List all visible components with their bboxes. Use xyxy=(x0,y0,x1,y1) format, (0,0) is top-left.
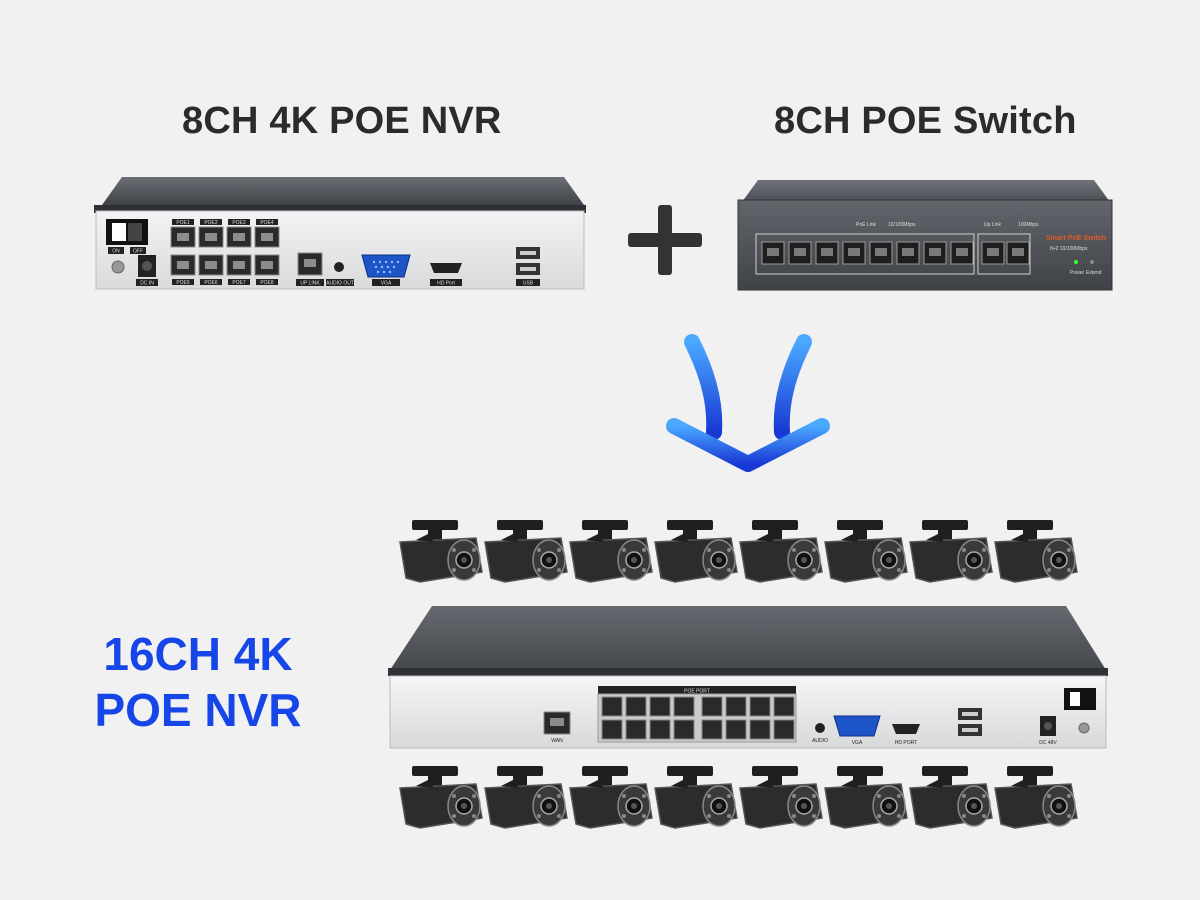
nvr16-hdport-label: HD PORT xyxy=(895,740,917,746)
plus-icon xyxy=(628,205,702,275)
camera-icon xyxy=(824,765,908,829)
camera-icon xyxy=(824,519,908,583)
nvr16-poeport-label: POE PORT xyxy=(684,689,710,695)
camera-icon xyxy=(399,765,483,829)
switch-extend-label: Extend xyxy=(1086,270,1102,276)
switch-power-label: Power xyxy=(1070,270,1085,276)
nvr8-poe1-label: POE1 xyxy=(176,220,190,226)
nvr8-poe5-label: POE5 xyxy=(176,280,190,286)
camera-icon xyxy=(994,765,1078,829)
poe-switch-device: PoE Link 10/100Mbps Up Link 100Mbps Smar… xyxy=(737,180,1113,291)
camera-icon xyxy=(739,519,823,583)
nvr8-poe-bottom-labels: POE5 POE6 POE7 POE8 xyxy=(172,279,278,286)
switch-title: 8CH POE Switch xyxy=(774,100,1077,142)
switch-speed1-label: 10/100Mbps xyxy=(888,222,916,228)
nvr8-vga-label: VGA xyxy=(381,281,392,287)
nvr16-poe-ports xyxy=(601,696,795,740)
switch-brand-label: Smart PoE Switch xyxy=(1046,235,1106,242)
camera-icon xyxy=(994,519,1078,583)
merge-arrow-icon xyxy=(666,334,830,472)
nvr8-poe4-label: POE4 xyxy=(260,220,274,226)
nvr16-wan-label: WAN xyxy=(551,738,563,744)
nvr16-device: WAN POE PORT AUDIO VGA HD PORT DC 48V xyxy=(388,606,1108,749)
camera-icon xyxy=(909,519,993,583)
nvr8-dcin-label: DC IN xyxy=(140,281,154,287)
camera-icon xyxy=(654,765,738,829)
camera-icon xyxy=(399,519,483,583)
nvr8-audio-label: AUDIO OUT xyxy=(326,281,354,287)
camera-icon xyxy=(569,519,653,583)
nvr8-off-label: OFF xyxy=(133,249,143,255)
nvr8-poe6-label: POE6 xyxy=(204,280,218,286)
nvr8-poe7-label: POE7 xyxy=(232,280,246,286)
nvr8-poe3-label: POE3 xyxy=(232,220,246,226)
nvr8-poe2-label: POE2 xyxy=(204,220,218,226)
nvr8-on-label: ON xyxy=(112,249,120,255)
camera-icon xyxy=(569,765,653,829)
nvr8-device: ON OFF DC IN POE1 POE2 POE3 POE4 POE5 PO… xyxy=(94,177,586,290)
nvr8-hdport-label: HD Port xyxy=(437,281,455,287)
camera-icon xyxy=(654,519,738,583)
switch-sub-label: 8+2 10/100Mbps xyxy=(1050,246,1088,252)
nvr16-dc-label: DC 48V xyxy=(1039,740,1057,746)
switch-speed2-label: 100Mbps xyxy=(1018,222,1039,228)
camera-icon xyxy=(484,765,568,829)
camera-icon xyxy=(909,765,993,829)
camera-row-top xyxy=(399,519,1078,583)
camera-row-bottom xyxy=(399,765,1078,829)
nvr16-audio-label: AUDIO xyxy=(812,738,828,744)
nvr16-title: 16CH 4K POE NVR xyxy=(80,626,316,738)
switch-poelink-label: PoE Link xyxy=(856,222,877,228)
nvr8-poe8-label: POE8 xyxy=(260,280,274,286)
nvr8-uplink-label: UP LINK xyxy=(300,281,320,287)
camera-icon xyxy=(484,519,568,583)
switch-uplink-label: Up Link xyxy=(984,222,1001,228)
nvr8-poe-top-labels: POE1 POE2 POE3 POE4 xyxy=(172,219,278,226)
nvr16-title-line2: POE NVR xyxy=(94,684,302,736)
nvr16-title-line1: 16CH 4K xyxy=(103,628,293,680)
camera-icon xyxy=(739,765,823,829)
nvr8-usb-label: USB xyxy=(523,281,534,287)
nvr8-title: 8CH 4K POE NVR xyxy=(182,100,502,142)
nvr16-vga-label: VGA xyxy=(852,740,863,746)
